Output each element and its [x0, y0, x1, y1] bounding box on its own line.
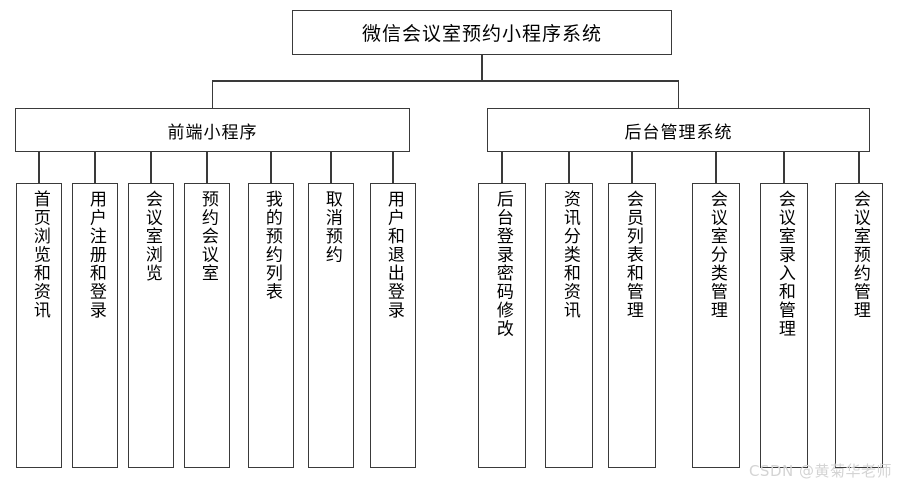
- root-node-label: 微信会议室预约小程序系统: [361, 23, 602, 45]
- connector-leaf-stem: [858, 152, 860, 183]
- leaf-node-box[interactable]: 会员列表和管理: [608, 183, 656, 468]
- connector-leaf-stem: [783, 152, 785, 183]
- leaf-node-box[interactable]: 我的预约列表: [248, 183, 294, 468]
- connector-leaf-stem: [94, 152, 96, 183]
- connector-leaf-stem: [501, 152, 503, 183]
- connector-branch-right-drop: [677, 80, 680, 108]
- leaf-node-box[interactable]: 预约会议室: [184, 183, 230, 468]
- connector-leaf-stem: [38, 152, 40, 183]
- connector-leaf-stem: [330, 152, 332, 183]
- root-node-box[interactable]: 微信会议室预约小程序系统: [292, 10, 672, 55]
- leaf-node-label: 用户和退出登录: [383, 190, 404, 320]
- connector-leaf-stem: [392, 152, 394, 183]
- leaf-node-box[interactable]: 后台登录密码修改: [478, 183, 526, 468]
- leaf-node-box[interactable]: 会议室浏览: [128, 183, 174, 468]
- branch-node-frontend-label: 前端小程序: [167, 122, 258, 143]
- leaf-node-label: 资讯分类和资讯: [559, 190, 580, 320]
- branch-node-backend-label: 后台管理系统: [624, 122, 733, 143]
- connector-leaf-stem: [631, 152, 633, 183]
- leaf-node-label: 会员列表和管理: [622, 190, 643, 320]
- leaf-node-box[interactable]: 资讯分类和资讯: [545, 183, 593, 468]
- leaf-node-label: 我的预约列表: [261, 190, 282, 301]
- leaf-node-box[interactable]: 会议室分类管理: [692, 183, 740, 468]
- watermark-text: CSDN @黄菊华老师: [748, 462, 892, 480]
- leaf-node-label: 后台登录密码修改: [492, 190, 513, 338]
- connector-leaf-stem: [715, 152, 717, 183]
- leaf-node-label: 用户注册和登录: [85, 190, 106, 320]
- leaf-node-label: 会议室分类管理: [706, 190, 727, 320]
- branch-node-frontend-box[interactable]: 前端小程序: [15, 108, 410, 152]
- leaf-node-box[interactable]: 首页浏览和资讯: [16, 183, 62, 468]
- leaf-node-box[interactable]: 会议室预约管理: [835, 183, 883, 468]
- leaf-node-label: 会议室录入和管理: [774, 190, 795, 338]
- connector-level2-bar: [212, 80, 679, 82]
- connector-leaf-stem: [568, 152, 570, 183]
- leaf-node-label: 会议室预约管理: [849, 190, 870, 320]
- leaf-node-label: 首页浏览和资讯: [29, 190, 50, 320]
- branch-node-backend-box[interactable]: 后台管理系统: [487, 108, 870, 152]
- leaf-node-label: 会议室浏览: [141, 190, 162, 283]
- connector-leaf-stem: [150, 152, 152, 183]
- connector-leaf-stem: [270, 152, 272, 183]
- connector-branch-left-drop: [211, 80, 214, 108]
- leaf-node-label: 取消预约: [321, 190, 342, 264]
- connector-leaf-stem: [206, 152, 208, 183]
- leaf-node-box[interactable]: 用户注册和登录: [72, 183, 118, 468]
- leaf-node-box[interactable]: 取消预约: [308, 183, 354, 468]
- leaf-node-label: 预约会议室: [197, 190, 218, 283]
- connector-root-stem: [481, 55, 483, 80]
- leaf-node-box[interactable]: 用户和退出登录: [370, 183, 416, 468]
- leaf-node-box[interactable]: 会议室录入和管理: [760, 183, 808, 468]
